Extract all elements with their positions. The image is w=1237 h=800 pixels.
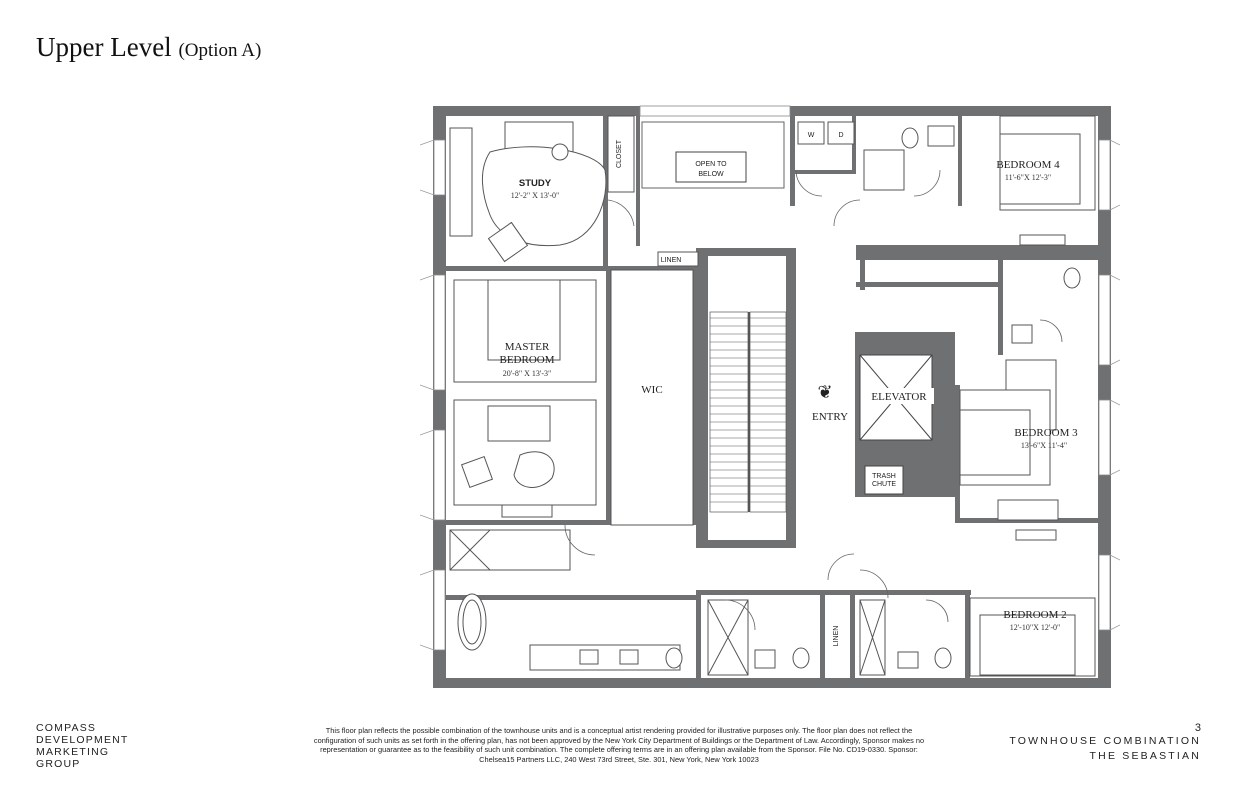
hall-bath-fixtures: [707, 599, 952, 676]
title-subtitle: (Option A): [178, 40, 262, 61]
bedroom2-dims: 12'-10"X 12'-0": [1010, 623, 1061, 632]
closet-label: CLOSET: [616, 139, 623, 168]
brand-line-4: GROUP: [36, 758, 81, 770]
master-bath-fixtures: [449, 529, 683, 671]
project-line-2: THE SEBASTIAN: [1089, 750, 1201, 762]
trash-line1: TRASH: [872, 473, 896, 480]
title-main: Upper Level: [36, 32, 172, 62]
elevator-label: ELEVATOR: [871, 391, 927, 403]
bedroom2-label: BEDROOM 2: [1003, 609, 1066, 621]
brand-line-2: DEVELOPMENT: [36, 734, 129, 746]
page-info: 3 TOWNHOUSE COMBINATION THE SEBASTIAN: [1009, 722, 1201, 764]
linen-top-label: LINEN: [661, 257, 682, 264]
master-label-2: BEDROOM: [499, 354, 554, 366]
dryer-label: D: [838, 132, 843, 139]
bedroom4-dims: 11'-6"X 12'-3": [1005, 173, 1051, 182]
entry-label: ENTRY: [812, 411, 848, 423]
page-number: 3: [1194, 722, 1201, 734]
master-label-1: MASTER: [505, 341, 550, 353]
stair-treads: [710, 317, 786, 503]
entry-icon: ❦: [817, 382, 832, 402]
bedroom3-label: BEDROOM 3: [1014, 427, 1078, 439]
room-labels: STUDY 12'-2" X 13'-0" CLOSET OPEN TO BEL…: [499, 132, 1078, 646]
wic-label: WIC: [641, 384, 662, 396]
wic-room: [610, 269, 694, 526]
disclaimer-text: This floor plan reflects the possible co…: [313, 726, 925, 764]
washer-label: W: [808, 132, 815, 139]
page-title: Upper Level (Option A): [36, 32, 261, 63]
trash-line2: CHUTE: [872, 481, 896, 488]
brand-logo: COMPASS DEVELOPMENT MARKETING GROUP: [36, 722, 129, 770]
master-bedroom-furniture: [453, 279, 597, 518]
master-dims: 20'-8" X 13'-3": [503, 369, 552, 378]
elevator: [859, 354, 933, 495]
study-furniture: [449, 115, 635, 263]
linen-top-box: [657, 251, 699, 267]
bedroom3-dims: 13'-6"X 11'-4": [1021, 441, 1067, 450]
linen-bottom-label: LINEN: [833, 626, 840, 647]
doors: [564, 169, 1063, 631]
open-to-below-line1: OPEN TO: [695, 161, 727, 168]
windows: [433, 105, 1111, 651]
open-to-below: [641, 121, 785, 189]
staircase: [709, 311, 787, 513]
bedroom-furniture: [959, 115, 1096, 677]
study-label: STUDY: [519, 178, 552, 189]
project-line-1: TOWNHOUSE COMBINATION: [1009, 735, 1201, 747]
floor-plan: STUDY 12'-2" X 13'-0" CLOSET OPEN TO BEL…: [420, 105, 1120, 688]
open-to-below-line2: BELOW: [698, 171, 724, 178]
bedroom4-label: BEDROOM 4: [996, 159, 1060, 171]
study-dims: 12'-2" X 13'-0": [511, 191, 560, 200]
brand-line-3: MARKETING: [36, 746, 110, 758]
brand-line-1: COMPASS: [36, 722, 97, 734]
